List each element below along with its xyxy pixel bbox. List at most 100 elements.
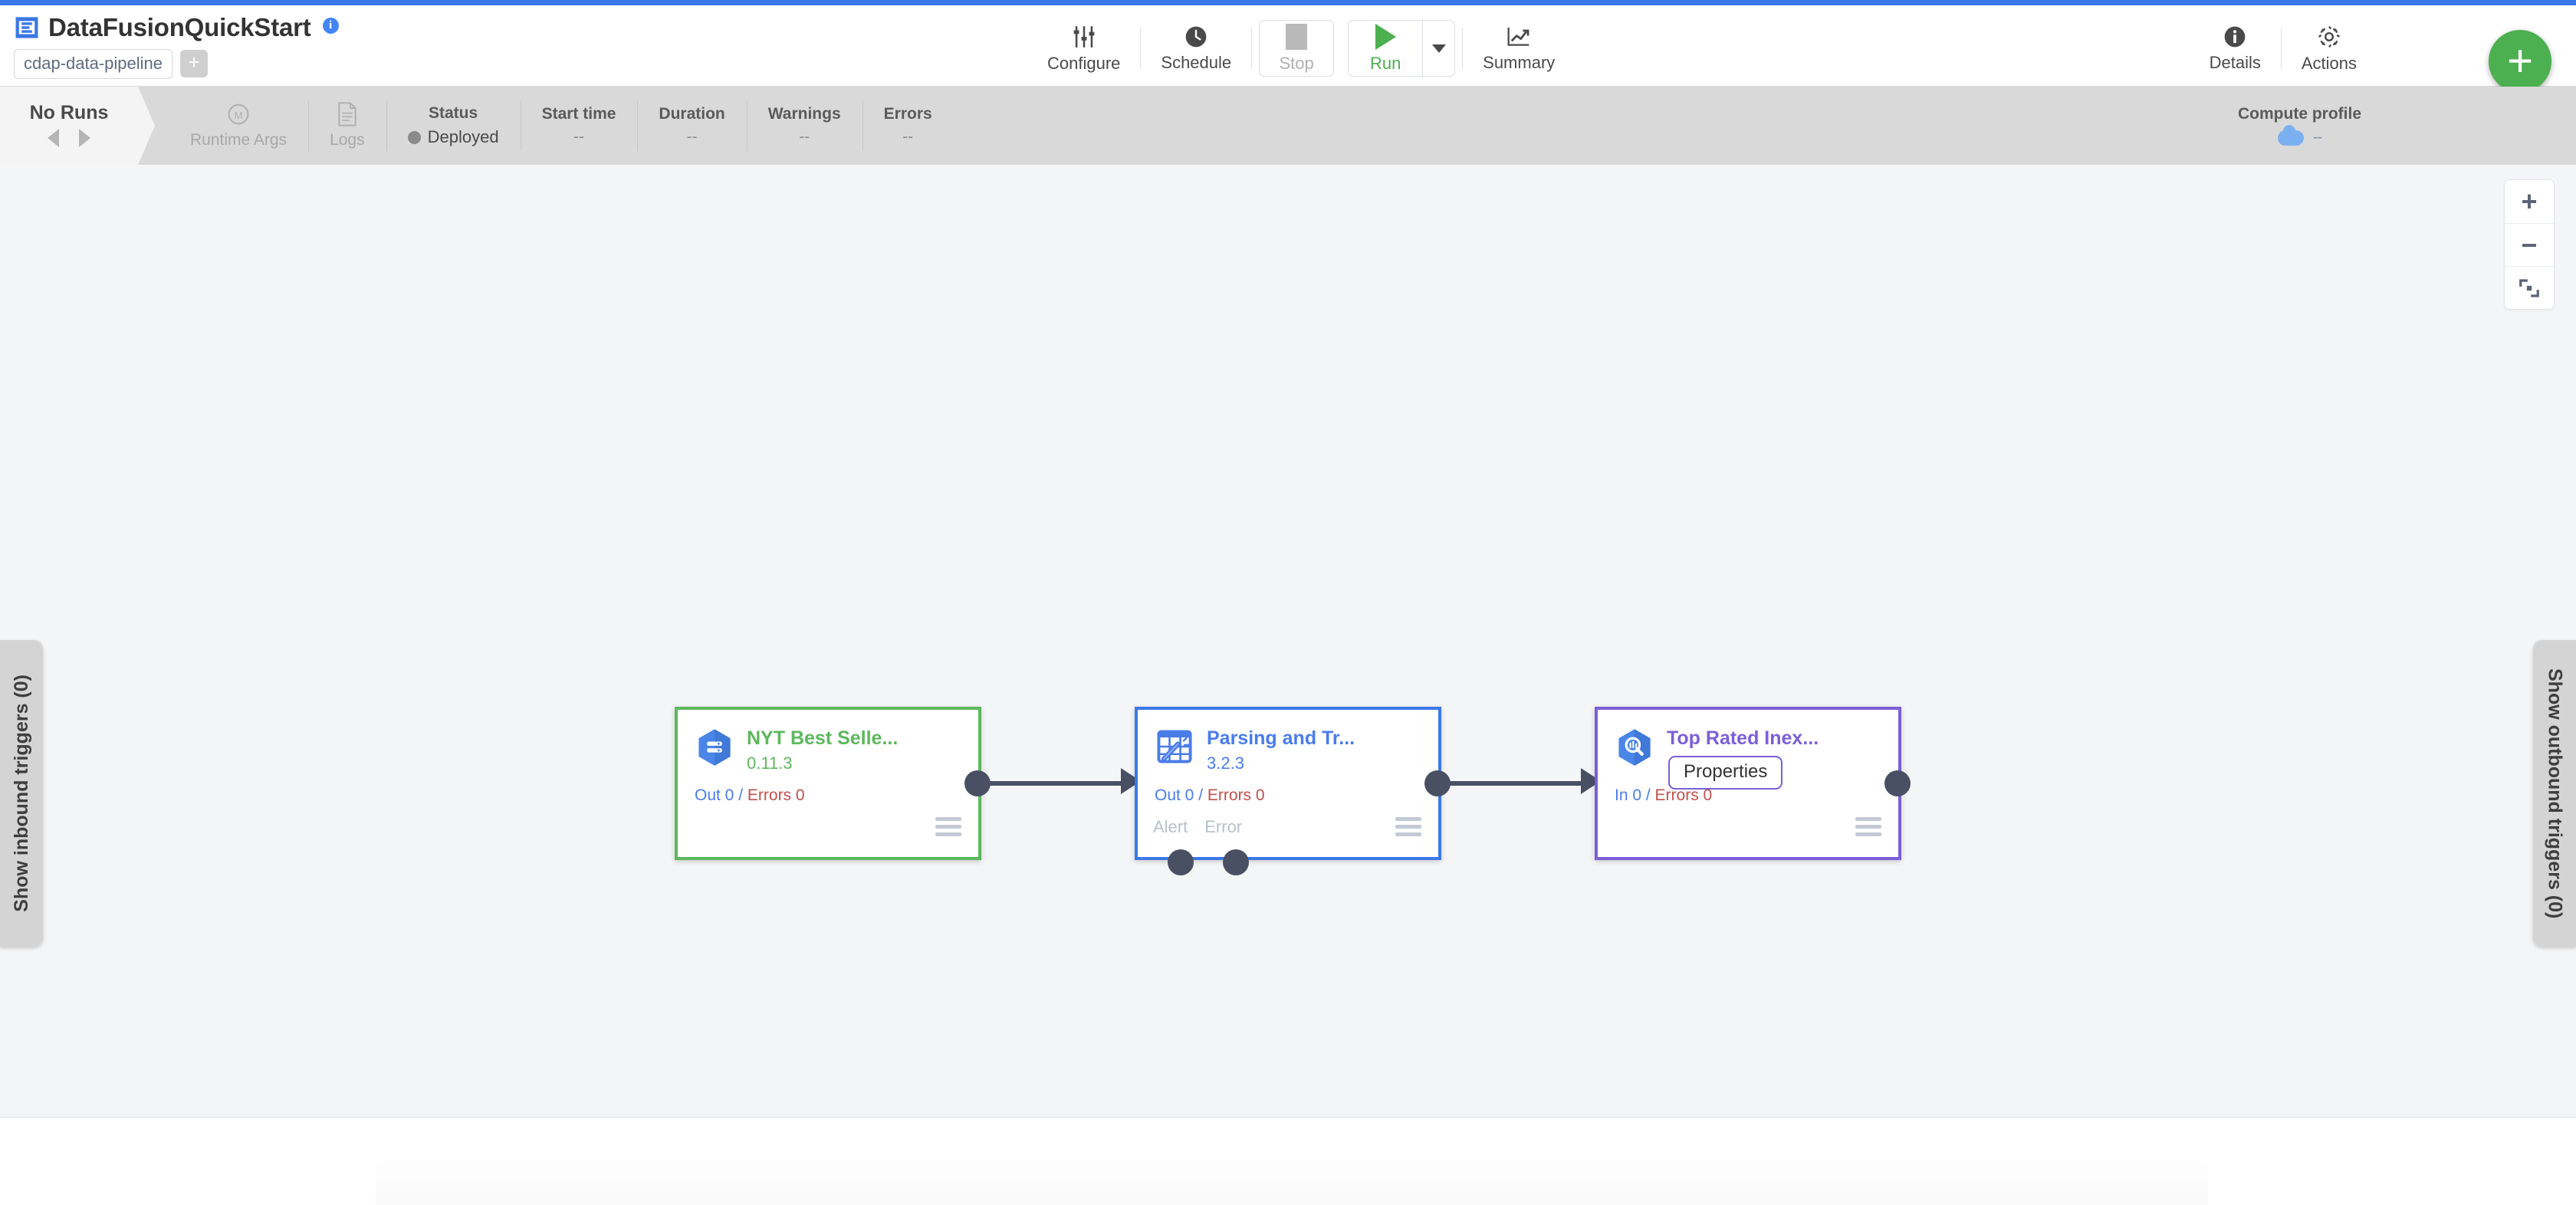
- node-title: NYT Best Selle...: [747, 727, 899, 749]
- status-value: Deployed: [427, 127, 499, 146]
- outbound-triggers-tab[interactable]: Show outbound triggers (0): [2533, 640, 2576, 947]
- start-time-value: --: [573, 128, 584, 146]
- play-triangle-icon: [1375, 23, 1396, 50]
- compute-profile-value-row: --: [2277, 124, 2322, 146]
- hamburger-menu-icon[interactable]: [1395, 817, 1421, 840]
- toolbar-divider: [1251, 28, 1253, 69]
- cloud-icon: [2277, 124, 2304, 146]
- logs-label: Logs: [330, 131, 365, 149]
- connector-transform-sink: [1443, 781, 1581, 786]
- toolbar-divider: [2280, 28, 2282, 69]
- run-status-bar: No Runs M Runtime Args Logs Status Deplo…: [0, 87, 2576, 165]
- errors-value: --: [902, 128, 914, 146]
- hamburger-menu-icon[interactable]: [935, 817, 961, 840]
- node-texts: Top Rated Inex...: [1667, 727, 1819, 767]
- stop-button-box[interactable]: Stop: [1259, 20, 1335, 77]
- inbound-triggers-tab[interactable]: Show inbound triggers (0): [0, 640, 43, 947]
- warnings-value: --: [799, 128, 810, 146]
- node-metric-errors: Errors 0: [747, 786, 805, 804]
- pipeline-canvas[interactable]: + − Show inbound triggers (0) Show outbo…: [0, 165, 2576, 1118]
- outbound-triggers-label: Show outbound triggers (0): [2544, 668, 2566, 919]
- triangle-right-icon[interactable]: [79, 128, 90, 147]
- errors-header: Errors: [883, 105, 932, 123]
- details-button[interactable]: Details: [2190, 11, 2281, 86]
- add-node-fab-button[interactable]: +: [2489, 30, 2551, 93]
- node-version: 3.2.3: [1207, 754, 1244, 773]
- node-version: 0.11.3: [747, 754, 793, 773]
- start-time-header: Start time: [541, 105, 616, 123]
- runtime-args-label: Runtime Args: [190, 131, 288, 149]
- node-metric-out: Out 0: [1155, 786, 1194, 804]
- zoom-in-button[interactable]: +: [2521, 186, 2538, 217]
- status-dot-icon: [407, 130, 421, 144]
- node-metric-errors: Errors 0: [1654, 786, 1713, 804]
- add-tab-button[interactable]: +: [180, 50, 209, 77]
- stop-square-icon: [1286, 23, 1308, 50]
- duration-cell: Duration --: [637, 87, 746, 165]
- document-icon: [338, 102, 356, 126]
- logs-button[interactable]: Logs: [308, 87, 386, 165]
- runtime-args-button[interactable]: M Runtime Args: [169, 87, 308, 165]
- node-metrics: Out 0 / Errors 0: [1155, 786, 1265, 805]
- error-port-label[interactable]: Error: [1204, 817, 1243, 836]
- fit-to-screen-button[interactable]: [2505, 266, 2554, 309]
- pipeline-type-row: cdap-data-pipeline +: [14, 48, 567, 79]
- node-header: Top Rated Inex...: [1598, 710, 1898, 767]
- transform-alert-port[interactable]: [1168, 849, 1194, 875]
- pipeline-node-source[interactable]: NYT Best Selle... 0.11.3 Out 0 / Errors …: [675, 707, 981, 860]
- node-title: Parsing and Tr...: [1207, 727, 1355, 749]
- run-pager: [48, 128, 90, 147]
- stop-button[interactable]: Stop: [1260, 21, 1333, 76]
- configure-button[interactable]: Configure: [1027, 11, 1140, 86]
- triangle-left-icon[interactable]: [48, 128, 59, 147]
- run-button[interactable]: Run: [1349, 21, 1422, 76]
- node-port-labels: Alert Error: [1153, 817, 1242, 837]
- pipeline-node-sink[interactable]: Top Rated Inex... Properties In 0 / Erro…: [1595, 707, 1901, 860]
- bigquery-search-hexagon-icon: [1618, 729, 1651, 766]
- page-title: DataFusionQuickStart: [48, 12, 311, 41]
- toolbar-divider: [1140, 28, 1142, 69]
- macro-m-icon: M: [228, 103, 249, 125]
- properties-button[interactable]: Properties: [1668, 756, 1783, 790]
- transform-error-port[interactable]: [1223, 849, 1249, 875]
- node-metrics: Out 0 / Errors 0: [695, 786, 805, 805]
- main-toolbar: Configure Schedule Stop Run: [1027, 11, 1575, 86]
- hamburger-menu-icon[interactable]: [1855, 817, 1881, 840]
- run-label: Run: [1369, 53, 1401, 73]
- alert-port-label[interactable]: Alert: [1153, 817, 1188, 836]
- stop-label: Stop: [1279, 53, 1314, 73]
- gear-icon: [2318, 25, 2340, 48]
- connector-source-transform: [983, 781, 1121, 786]
- node-title: Top Rated Inex...: [1667, 727, 1819, 749]
- brand-row: DataFusionQuickStart i: [14, 13, 567, 42]
- info-icon[interactable]: i: [322, 18, 339, 34]
- warnings-cell: Warnings --: [746, 87, 863, 165]
- configure-label: Configure: [1047, 53, 1121, 73]
- compute-profile-cell[interactable]: Compute profile --: [2238, 87, 2361, 165]
- run-dropdown-button[interactable]: [1422, 21, 1454, 76]
- toolbar-divider: [1462, 28, 1464, 69]
- schedule-button[interactable]: Schedule: [1141, 11, 1251, 86]
- actions-button[interactable]: Actions: [2282, 11, 2377, 86]
- node-metric-out: Out 0: [695, 786, 734, 804]
- run-button-box[interactable]: Run: [1348, 20, 1456, 77]
- panel-notch: [138, 87, 155, 165]
- sink-output-port[interactable]: [1884, 770, 1911, 796]
- node-texts: NYT Best Selle... 0.11.3: [747, 727, 898, 773]
- summary-button[interactable]: Summary: [1463, 11, 1575, 86]
- svg-text:M: M: [234, 110, 242, 121]
- pipeline-node-transform[interactable]: Parsing and Tr... 3.2.3 Out 0 / Errors 0…: [1135, 707, 1441, 860]
- duration-header: Duration: [659, 105, 725, 123]
- node-metric-sep: /: [1641, 786, 1655, 804]
- compute-profile-value: --: [2312, 129, 2322, 146]
- warnings-header: Warnings: [767, 105, 841, 123]
- top-accent-strip: [0, 0, 2576, 5]
- zoom-out-button[interactable]: −: [2505, 223, 2554, 266]
- pipeline-type-pill[interactable]: cdap-data-pipeline: [14, 48, 173, 79]
- node-header: Parsing and Tr... 3.2.3: [1138, 710, 1438, 773]
- cdap-logo-icon: [15, 16, 38, 38]
- inbound-triggers-label: Show inbound triggers (0): [10, 675, 32, 912]
- node-metrics: In 0 / Errors 0: [1615, 786, 1712, 805]
- status-header: Status: [428, 104, 478, 122]
- compute-profile-header: Compute profile: [2238, 105, 2361, 123]
